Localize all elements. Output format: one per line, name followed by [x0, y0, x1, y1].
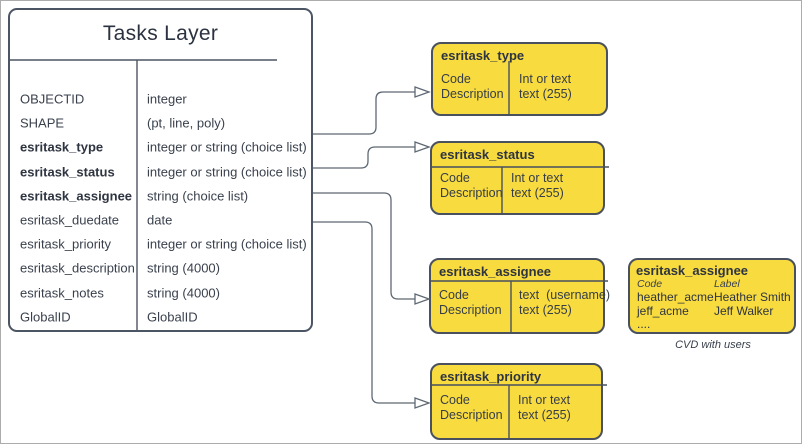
choice-table-types: text (username)text (255) — [519, 288, 611, 317]
field-type: GlobalID — [147, 309, 198, 325]
cvd-label: Jeff Walker — [714, 304, 774, 318]
choice-table-title: esritask_status — [440, 147, 535, 162]
field-type: string (4000) — [147, 285, 220, 301]
field-row: esritask_priority integer or string (choi… — [10, 232, 311, 256]
field-row: esritask_duedate date — [10, 208, 311, 232]
connector-esritask-assignee — [313, 192, 415, 300]
field-row: esritask_assignee string (choice list) — [10, 184, 311, 208]
field-type: date — [147, 212, 173, 228]
field-name: SHAPE — [20, 115, 65, 131]
field-name: esritask_status — [20, 164, 115, 180]
cvd-table-title: esritask_assignee — [636, 263, 749, 278]
field-name: esritask_type — [20, 139, 104, 155]
tasks-layer-rows: OBJECTID integer SHAPE (pt, line, poly) es… — [10, 87, 311, 329]
cvd-code: jeff_acme — [637, 304, 689, 318]
field-row: OBJECTID integer — [10, 87, 311, 111]
choice-table-title: esritask_priority — [440, 369, 542, 384]
field-row: esritask_description string (4000) — [10, 256, 311, 280]
choice-table-title: esritask_type — [441, 48, 525, 63]
field-type: integer or string (choice list) — [147, 139, 307, 155]
field-type: string (4000) — [147, 260, 220, 276]
field-name: OBJECTID — [20, 91, 85, 107]
tasks-layer-title: Tasks Layer — [102, 22, 219, 45]
field-row: esritask_status integer or string (choice… — [10, 160, 311, 184]
cvd-col-header-label: Label — [714, 278, 740, 290]
field-row: GlobalID GlobalID — [10, 305, 311, 329]
field-row: esritask_notes string (4000) — [10, 281, 311, 305]
cvd-caption: CVD with users — [675, 339, 751, 351]
connector-esritask-status — [313, 146, 415, 169]
tasks-layer-table: Tasks Layer OBJECTID integer SHAPE (pt, li… — [8, 8, 313, 332]
field-type: string (choice list) — [147, 188, 249, 204]
connector-arrow-icon — [414, 86, 431, 98]
connector-esritask-priority — [313, 221, 415, 404]
cvd-label: Heather Smith — [714, 290, 791, 304]
field-type: (pt, line, poly) — [147, 115, 226, 131]
field-name: esritask_notes — [20, 285, 104, 301]
field-type: integer — [147, 91, 187, 107]
connector-esritask-type — [313, 91, 415, 135]
field-name: esritask_description — [20, 260, 135, 276]
field-name: esritask_priority — [20, 236, 112, 252]
choice-table-title: esritask_assignee — [439, 264, 552, 279]
field-row: esritask_type integer or string (choice l… — [10, 135, 311, 159]
connector-arrow-icon — [414, 397, 431, 409]
cvd-code: heather_acme — [637, 290, 714, 304]
field-row: SHAPE (pt, line, poly) — [10, 111, 311, 135]
cvd-code: .... — [637, 317, 651, 331]
field-name: esritask_assignee — [20, 188, 133, 204]
field-type: integer or string (choice list) — [147, 236, 307, 252]
cvd-users-table: esritask_assignee Code Label heather_acm… — [628, 258, 796, 334]
field-name: esritask_duedate — [20, 212, 120, 228]
field-name: GlobalID — [20, 309, 71, 325]
cvd-col-header-code: Code — [637, 278, 663, 290]
connector-arrow-icon — [414, 141, 431, 153]
connector-arrow-icon — [414, 293, 431, 305]
field-type: integer or string (choice list) — [147, 164, 307, 180]
